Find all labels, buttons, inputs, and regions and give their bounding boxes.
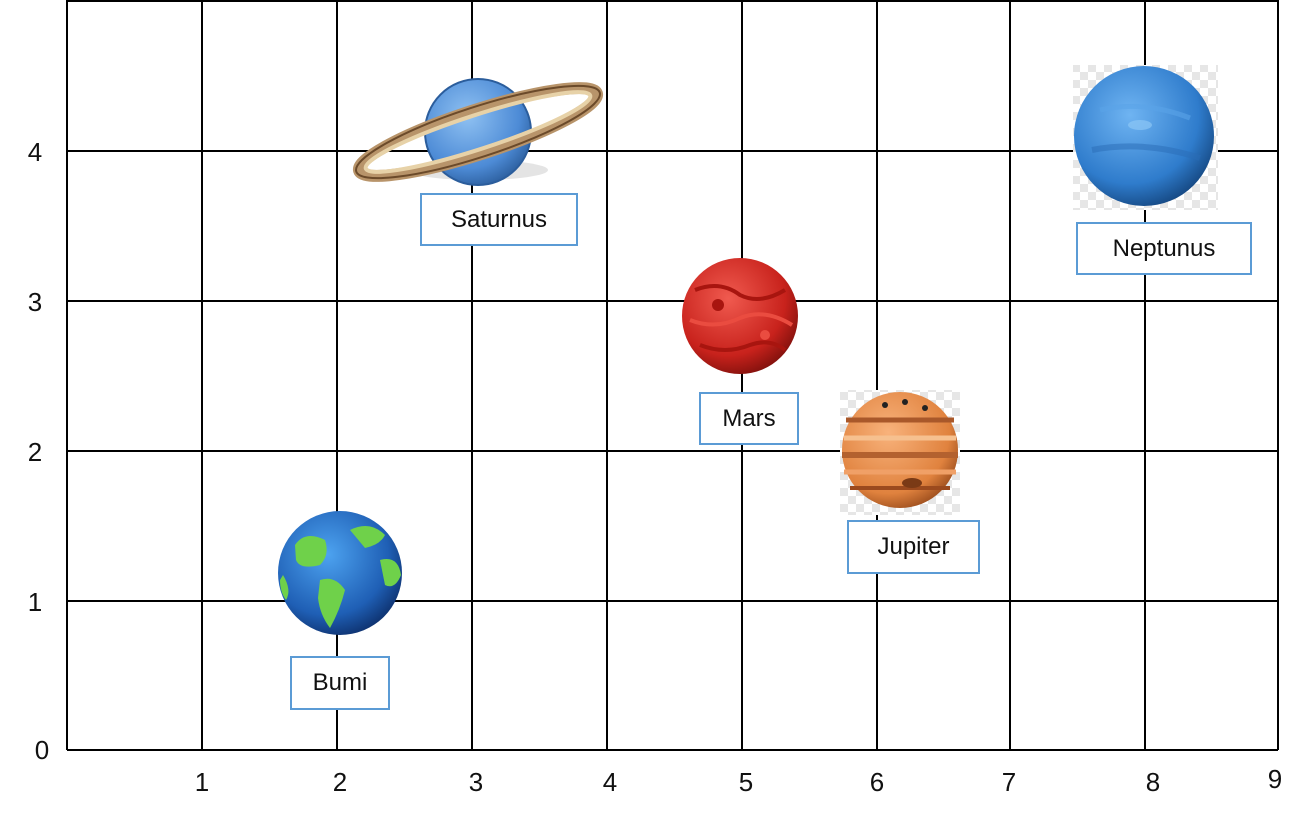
x-tick-7: 7 [1002,767,1016,797]
x-tick-5: 5 [739,767,753,797]
earth-icon [278,511,402,635]
y-tick-3: 3 [28,287,42,317]
grid-lines [66,0,1279,751]
mars-icon [682,258,798,374]
neptune-icon [1073,65,1218,210]
jupiter-icon [840,390,960,515]
x-tick-1: 1 [195,767,209,797]
x-tick-8: 8 [1146,767,1160,797]
label-mars-text: Mars [722,404,776,432]
y-tick-4: 4 [28,137,42,167]
label-jupiter: Jupiter [847,520,980,574]
x-tick-2: 2 [333,767,347,797]
y-axis-ticks: 0 1 2 3 4 [28,137,49,765]
label-saturnus-text: Saturnus [450,205,548,233]
label-neptunus-text: Neptunus [1112,234,1216,262]
label-bumi: Bumi [290,656,390,710]
label-bumi-text: Bumi [312,669,368,696]
y-tick-1: 1 [28,587,42,617]
x-axis-ticks: 1 2 3 4 5 6 7 8 9 [195,764,1282,797]
x-tick-9: 9 [1268,764,1282,794]
y-tick-2: 2 [28,437,42,467]
x-tick-4: 4 [603,767,617,797]
saturn-icon [352,78,604,186]
label-jupiter-text: Jupiter [877,533,950,560]
y-tick-0: 0 [35,735,49,765]
label-mars: Mars [699,392,799,445]
label-neptunus: Neptunus [1076,222,1252,275]
label-saturnus: Saturnus [420,193,578,246]
x-tick-6: 6 [870,767,884,797]
x-tick-3: 3 [469,767,483,797]
